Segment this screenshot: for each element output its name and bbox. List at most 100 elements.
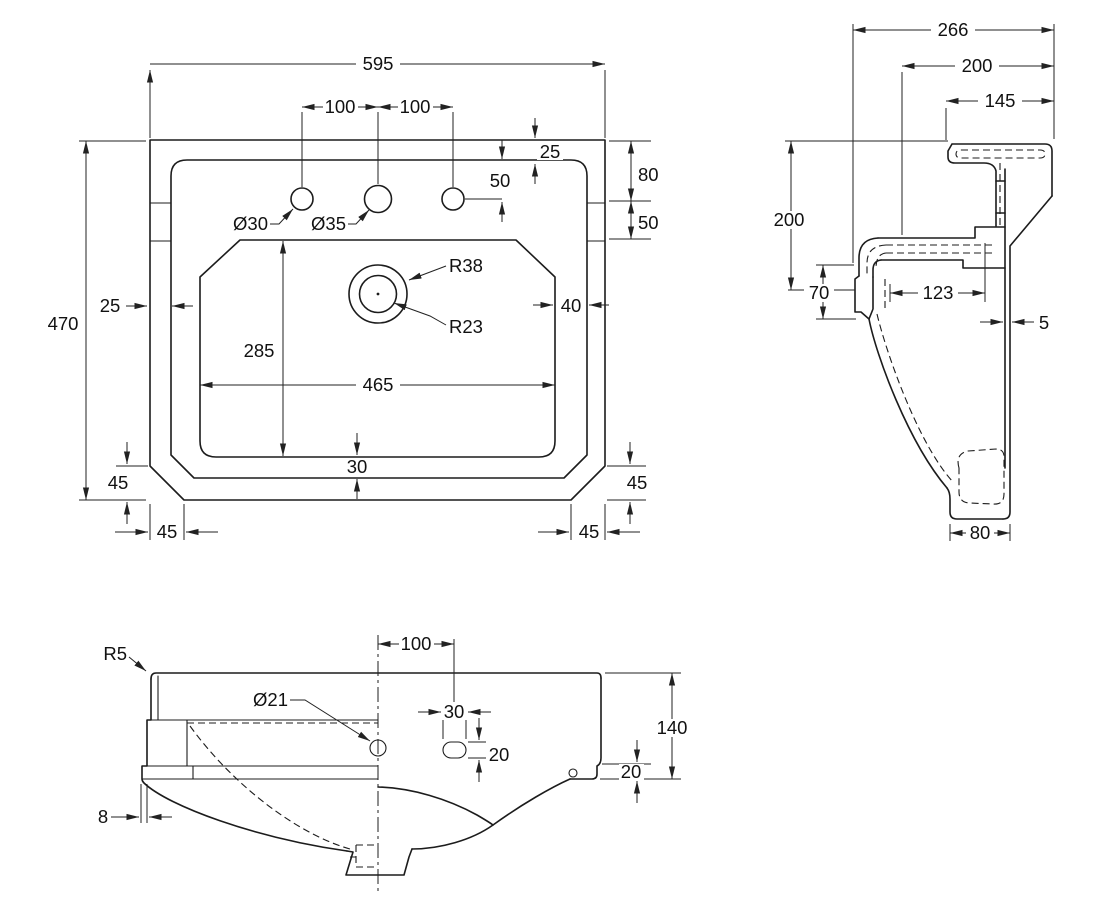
- label-waste-r23: R23: [393, 302, 483, 337]
- dim-back-80: 80: [609, 140, 659, 202]
- tap-hole-right: [441, 187, 465, 211]
- label-overflow-dia21: Ø21: [253, 689, 371, 742]
- dim-back-50: 50: [609, 201, 659, 240]
- label-tap-hole-dia30: Ø30: [233, 208, 294, 234]
- dim-text-80-right: 80: [638, 164, 659, 185]
- side-foot: [946, 487, 1004, 520]
- dim-text-470: 470: [48, 313, 79, 334]
- dim-text-266: 266: [938, 19, 969, 40]
- dim-front-100: 100: [378, 633, 455, 702]
- dim-rim-bottom-30: 30: [347, 433, 368, 499]
- label-text-dia21: Ø21: [253, 689, 288, 710]
- waste-hole-inner: [358, 274, 398, 314]
- dim-tap-spacing: 100 100: [301, 96, 454, 187]
- tap-hole-center: [363, 184, 393, 214]
- dim-text-595: 595: [363, 53, 394, 74]
- dim-front-height-140: 140: [600, 672, 693, 780]
- side-section-view: 266 200 145 200 70: [767, 19, 1055, 543]
- dim-lip-offset-8: 8: [98, 784, 172, 827]
- front-left-edge: [141, 678, 348, 852]
- dim-apron-step-20: 20: [602, 740, 651, 803]
- dim-basin-depth-285: 285: [244, 241, 287, 456]
- dim-slot-height-20: 20: [468, 718, 509, 782]
- waste-hole-outer: [348, 264, 408, 324]
- dim-text-30: 30: [347, 456, 368, 477]
- label-text-dia35: Ø35: [311, 213, 346, 234]
- side-bend: [858, 237, 882, 278]
- dim-chamfer-left-horiz-45: 45: [115, 504, 218, 542]
- dim-text-30-slot: 30: [444, 701, 465, 722]
- dim-text-45-rv: 45: [627, 472, 648, 493]
- dim-rim-left-25: 25: [100, 295, 193, 316]
- dim-text-200l: 200: [774, 209, 805, 230]
- front-right-edge: [569, 677, 602, 780]
- side-hidden-lines: [866, 149, 1046, 505]
- label-text-r5: R5: [103, 643, 127, 664]
- label-text-r23: R23: [449, 316, 483, 337]
- tap-hole-left: [290, 187, 314, 211]
- front-top-edge: [150, 672, 602, 680]
- front-section-view: R5 Ø21 100 30 20 140: [98, 633, 693, 892]
- dim-side-266: 266: [852, 19, 1055, 263]
- dim-text-40: 40: [561, 295, 582, 316]
- label-waste-r38: R38: [408, 255, 483, 281]
- plan-rim-edge: [170, 159, 588, 479]
- dim-side-wall-5: 5: [980, 312, 1049, 333]
- plan-edge-ticks: [149, 202, 606, 242]
- dim-basin-width-465: 465: [200, 374, 555, 395]
- dim-chamfer-right-horiz-45: 45: [538, 504, 640, 542]
- dim-chamfer-right-vert-45: 45: [607, 442, 647, 524]
- dim-rim-top-25: 25: [531, 118, 563, 184]
- dim-text-25-left: 25: [100, 295, 121, 316]
- side-arm: [877, 180, 1006, 269]
- dim-text-80-foot: 80: [970, 522, 991, 543]
- fixing-slot: [442, 741, 467, 759]
- label-text-r38: R38: [449, 255, 483, 276]
- dim-text-285: 285: [244, 340, 275, 361]
- label-tap-hole-dia35: Ø35: [311, 209, 370, 234]
- dim-text-70: 70: [809, 282, 830, 303]
- label-text-dia30: Ø30: [233, 213, 268, 234]
- dim-text-45-br: 45: [579, 521, 600, 542]
- dim-side-foot-80: 80: [949, 522, 1011, 543]
- dim-side-200-left: 200: [767, 140, 948, 291]
- dim-text-200t: 200: [962, 55, 993, 76]
- front-bowl-silhouette: [411, 778, 571, 850]
- front-rim-lines: [141, 675, 379, 780]
- dim-side-70: 70: [804, 264, 856, 320]
- side-front-bracket: [854, 275, 874, 320]
- dim-text-100-right: 100: [400, 96, 431, 117]
- dim-text-100-front: 100: [401, 633, 432, 654]
- front-bowl-crease: [377, 786, 494, 826]
- dim-side-145: 145: [945, 90, 1054, 140]
- dim-text-465: 465: [363, 374, 394, 395]
- dim-slot-width-30: 30: [418, 701, 491, 739]
- dim-text-50-hole: 50: [490, 170, 511, 191]
- dim-chamfer-left-vert-45: 45: [108, 442, 148, 524]
- dim-text-25-top: 25: [540, 141, 561, 162]
- overflow-hole: [369, 739, 387, 757]
- dim-overall-width: 595: [150, 53, 605, 138]
- plan-outer-edge: [149, 139, 606, 501]
- plan-basin-edge: [199, 239, 556, 458]
- dim-text-45-bl: 45: [157, 521, 178, 542]
- center-dot-tap: [376, 197, 380, 201]
- front-drain-boss: [345, 848, 413, 876]
- side-back-panel: [1002, 168, 1053, 520]
- front-hidden-lines: [187, 722, 378, 868]
- label-corner-r5: R5: [103, 643, 147, 672]
- dim-side-200-top: 200: [901, 55, 1054, 235]
- dim-overall-depth-470: 470: [48, 140, 146, 501]
- dim-text-50-right: 50: [638, 212, 659, 233]
- side-flange: [947, 143, 1053, 227]
- dim-text-123: 123: [923, 282, 954, 303]
- dim-basin-offset-40: 40: [533, 295, 609, 316]
- dim-text-20-right: 20: [621, 761, 642, 782]
- plan-view: 595 100 100 25 50 80: [48, 53, 659, 542]
- side-bowl-outer: [868, 318, 948, 489]
- dim-text-100-left: 100: [325, 96, 356, 117]
- center-dot-waste: [376, 292, 380, 296]
- fixing-pilot-hole: [568, 768, 578, 778]
